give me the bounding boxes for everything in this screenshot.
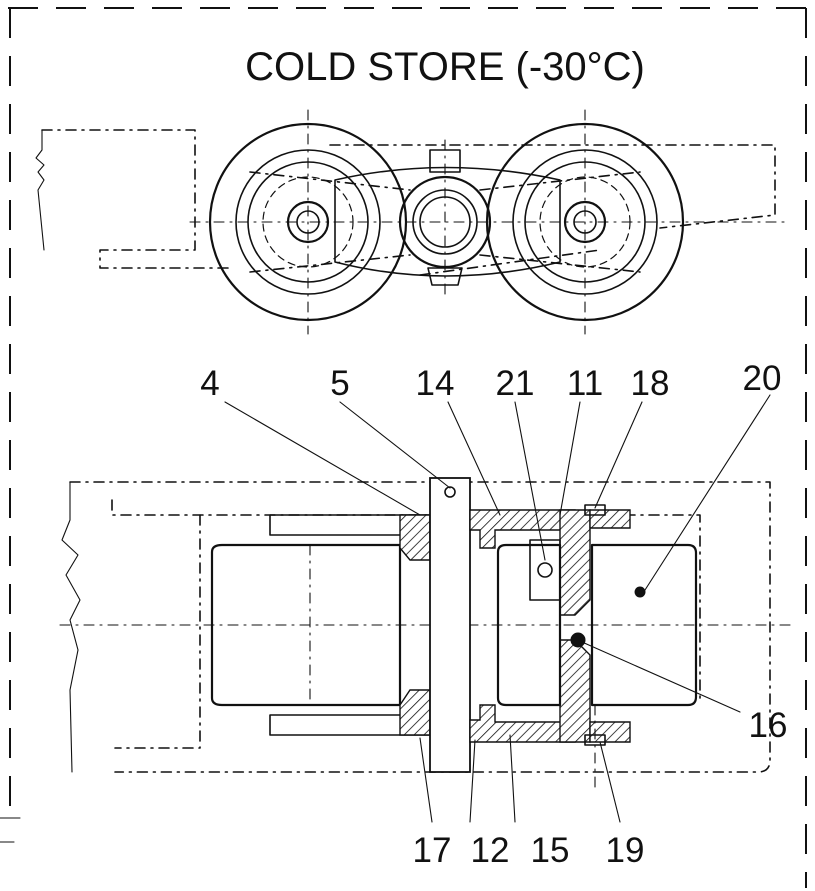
pivot-hub (398, 149, 492, 286)
section-view (59, 477, 791, 791)
axle-pin (429, 477, 471, 773)
callout-17: 17 (413, 831, 452, 870)
callout-4: 4 (200, 364, 219, 403)
callout-14: 14 (416, 364, 455, 403)
callout-20: 20 (743, 359, 782, 398)
callout-12: 12 (471, 831, 510, 870)
callout-5: 5 (330, 364, 349, 403)
left-wheel (208, 109, 408, 335)
right-hub-housing (469, 509, 631, 743)
top-view-bogie (35, 109, 791, 335)
callout-16: 16 (749, 706, 788, 745)
callout-11: 11 (567, 364, 603, 403)
bearing (529, 539, 561, 601)
dashed-border (0, 7, 808, 888)
right-tyre (496, 543, 698, 707)
drawing-title: COLD STORE (-30°C) (245, 45, 645, 89)
callout-labels: 4 5 14 21 11 18 20 16 17 12 15 19 (200, 359, 787, 870)
callout-18: 18 (631, 364, 670, 403)
callout-15: 15 (531, 831, 570, 870)
callout-19: 19 (606, 831, 645, 870)
right-wheel (485, 109, 685, 335)
leader-lines (224, 394, 771, 823)
callout-21: 21 (496, 364, 535, 403)
